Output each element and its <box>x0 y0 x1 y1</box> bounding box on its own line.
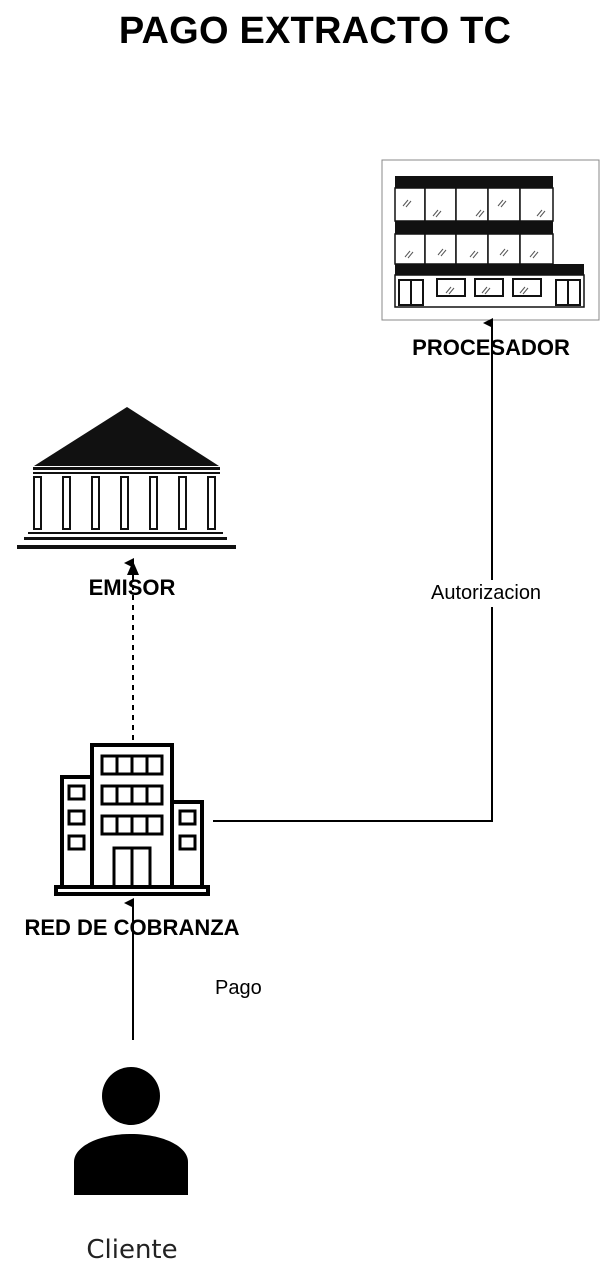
emisor-arrowhead <box>127 561 139 575</box>
user-icon <box>74 1067 188 1195</box>
city-building-icon <box>54 743 210 896</box>
office-building-icon <box>381 159 600 321</box>
autorizacion-edge-label: Autorizacion <box>429 580 544 607</box>
page-title: PAGO EXTRACTO TC <box>118 10 512 52</box>
procesador-label: PROCESADOR <box>412 335 570 360</box>
bank-icon <box>17 407 236 549</box>
red-cobranza-label: RED DE COBRANZA <box>24 915 240 940</box>
cliente-label: Cliente <box>86 1235 178 1265</box>
edge-autorizacion <box>213 318 493 822</box>
pago-edge-label: Pago <box>215 977 262 1000</box>
emisor-label: EMISOR <box>88 575 176 600</box>
